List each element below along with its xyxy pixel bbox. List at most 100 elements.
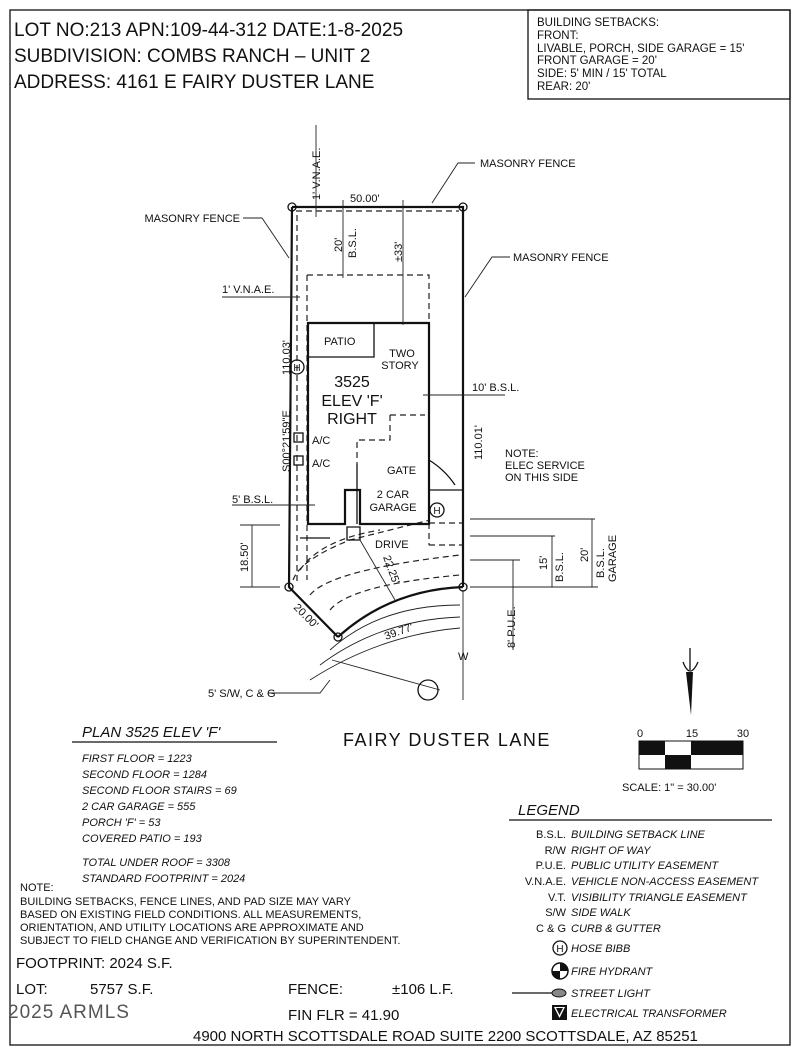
legend-symbol-label: HOSE BIBB bbox=[571, 943, 630, 955]
side-bsl-label: 10' B.S.L. bbox=[472, 382, 519, 394]
legend-title: LEGEND bbox=[518, 802, 580, 819]
setbacks-rear: REAR: 20' bbox=[537, 81, 590, 93]
elevation: ELEV 'F' bbox=[321, 393, 382, 410]
patio-label: PATIO bbox=[324, 336, 356, 348]
electrical-transformer-icon bbox=[552, 1005, 567, 1020]
legend-row: B.S.L. BUILDING SETBACK LINE bbox=[536, 829, 706, 841]
diagonal-length: 22.25' bbox=[380, 554, 401, 586]
scale-tick: 15 bbox=[686, 728, 698, 740]
subdivision: SUBDIVISION: COMBS RANCH – UNIT 2 bbox=[14, 46, 371, 67]
svg-text:H: H bbox=[433, 506, 440, 517]
address: ADDRESS: 4161 E FAIRY DUSTER LANE bbox=[14, 72, 374, 93]
front-bsl-label: B.S.L. bbox=[554, 552, 566, 582]
svg-text:BUILDING SETBACK LINE: BUILDING SETBACK LINE bbox=[571, 829, 706, 841]
plan-title: PLAN 3525 ELEV 'F' bbox=[82, 724, 221, 741]
setbacks-front-garage: FRONT GARAGE = 20' bbox=[537, 55, 657, 67]
svg-text:CURB & GUTTER: CURB & GUTTER bbox=[571, 923, 661, 935]
plan-item: PORCH 'F' = 53 bbox=[82, 817, 161, 829]
watermark: 2025 ARMLS bbox=[8, 1002, 130, 1023]
plan-standard: STANDARD FOOTPRINT = 2024 bbox=[82, 873, 245, 885]
sheet-border bbox=[9, 9, 791, 1046]
lot-value: 5757 S.F. bbox=[90, 981, 153, 998]
fence-value: ±106 L.F. bbox=[392, 981, 454, 998]
drive-length: 18.50' bbox=[239, 542, 251, 572]
ac-unit-icon bbox=[293, 432, 304, 443]
legend-row: V.T.VISIBILITY TRIANGLE EASEMENT bbox=[548, 892, 748, 904]
legend-row: V.N.A.E. VEHICLE NON-ACCESS EASEMENT bbox=[525, 876, 759, 888]
pue-label: 8' P.U.E. bbox=[506, 606, 518, 648]
svg-text:B.S.L.: B.S.L. bbox=[536, 829, 566, 841]
lot-boundary bbox=[284, 202, 468, 642]
legend-row: P.U.E. PUBLIC UTILITY EASEMENT bbox=[536, 860, 720, 872]
transformer-pad-icon bbox=[417, 679, 439, 701]
lot-summary: FOOTPRINT: 2024 S.F. LOT: 5757 S.F. FENC… bbox=[8, 955, 698, 1045]
scale-bar: 0 15 30 SCALE: 1" = 30.00' bbox=[622, 728, 749, 794]
legend-symbol-label: ELECTRICAL TRANSFORMER bbox=[571, 1008, 727, 1020]
footprint: FOOTPRINT: 2024 S.F. bbox=[16, 955, 173, 972]
chord-length: 20.00' bbox=[291, 602, 320, 631]
garage-bsl-dim: 20' bbox=[579, 548, 591, 562]
note-line: ORIENTATION, AND UTILITY LOCATIONS ARE A… bbox=[20, 922, 364, 934]
drive-label: DRIVE bbox=[375, 539, 409, 551]
house-footprint bbox=[293, 321, 463, 541]
svg-text:PUBLIC UTILITY EASEMENT: PUBLIC UTILITY EASEMENT bbox=[571, 860, 719, 872]
general-note: NOTE: BUILDING SETBACKS, FENCE LINES, AN… bbox=[20, 882, 400, 947]
plan-summary: PLAN 3525 ELEV 'F' FIRST FLOOR = 1223 SE… bbox=[72, 724, 277, 885]
north-arrow-icon bbox=[682, 648, 699, 715]
note-title: NOTE: bbox=[20, 882, 54, 894]
elec-note: NOTE: bbox=[505, 448, 539, 460]
garage-bsl-label: B.S.L. bbox=[595, 548, 607, 578]
setbacks-box bbox=[527, 9, 791, 100]
hose-bibb-icon: H bbox=[289, 359, 305, 375]
legend-symbol-label: FIRE HYDRANT bbox=[571, 966, 654, 978]
plan-item: FIRST FLOOR = 1223 bbox=[82, 753, 193, 765]
ac-label: A/C bbox=[312, 435, 330, 447]
setbacks-livable: LIVABLE, PORCH, SIDE GARAGE = 15' bbox=[537, 43, 744, 55]
garage-label: GARAGE bbox=[369, 502, 416, 514]
water-line-label: W bbox=[458, 651, 469, 663]
left-length: 110.03' bbox=[281, 340, 293, 375]
svg-text:C & G: C & G bbox=[536, 923, 566, 935]
two-story-label: TWO bbox=[389, 348, 415, 360]
two-story-label: STORY bbox=[381, 360, 419, 372]
svg-text:VEHICLE NON-ACCESS EASEMENT: VEHICLE NON-ACCESS EASEMENT bbox=[571, 876, 759, 888]
garage-bsl-label: GARAGE bbox=[607, 535, 619, 582]
hose-bibb-icon: H bbox=[552, 940, 568, 956]
svg-text:V.N.A.E.: V.N.A.E. bbox=[525, 876, 566, 888]
note-line: BASED ON EXISTING FIELD CONDITIONS. ALL … bbox=[20, 909, 361, 921]
setbacks-side: SIDE: 5' MIN / 15' TOTAL bbox=[537, 68, 667, 80]
note-line: BUILDING SETBACKS, FENCE LINES, AND PAD … bbox=[20, 896, 352, 908]
fence-right-label: MASONRY FENCE bbox=[513, 252, 609, 264]
lot-info: LOT NO:213 APN:109-44-312 DATE:1-8-2025 bbox=[14, 20, 403, 41]
garage-label: 2 CAR bbox=[377, 489, 409, 501]
fence-left-label: MASONRY FENCE bbox=[144, 213, 240, 225]
svg-text:P.U.E.: P.U.E. bbox=[536, 860, 566, 872]
plan-item: COVERED PATIO = 193 bbox=[82, 833, 203, 845]
legend-symbol-label: STREET LIGHT bbox=[571, 988, 651, 1000]
bearing: S00°21'59"E bbox=[281, 410, 293, 472]
front-bsl-dim: 15' bbox=[538, 556, 550, 570]
plan-item: 2 CAR GARAGE = 555 bbox=[81, 801, 196, 813]
setbacks-front: FRONT: bbox=[537, 30, 579, 42]
street-light-icon bbox=[512, 988, 567, 998]
vnae-left-label: 1' V.N.A.E. bbox=[222, 284, 274, 296]
plan-number: 3525 bbox=[334, 374, 370, 391]
elec-note: ELEC SERVICE bbox=[505, 460, 585, 472]
vnae-top-label: 1' V.N.A.E. bbox=[311, 148, 323, 200]
gate-label: GATE bbox=[387, 465, 416, 477]
rear-dist-label: ±33' bbox=[393, 242, 405, 262]
svg-text:S/W: S/W bbox=[545, 907, 566, 919]
left-bsl-label: 5' B.S.L. bbox=[232, 494, 273, 506]
header: LOT NO:213 APN:109-44-312 DATE:1-8-2025 … bbox=[14, 20, 403, 93]
fire-hydrant-icon bbox=[551, 962, 569, 980]
legend-row: C & G CURB & GUTTER bbox=[536, 923, 661, 935]
svg-text:R/W: R/W bbox=[545, 845, 567, 857]
company-address: 4900 NORTH SCOTTSDALE ROAD SUITE 2200 SC… bbox=[193, 1028, 698, 1045]
scale-tick: 0 bbox=[637, 728, 643, 740]
svg-text:H: H bbox=[556, 944, 563, 955]
scale-label: SCALE: 1" = 30.00' bbox=[622, 782, 716, 794]
